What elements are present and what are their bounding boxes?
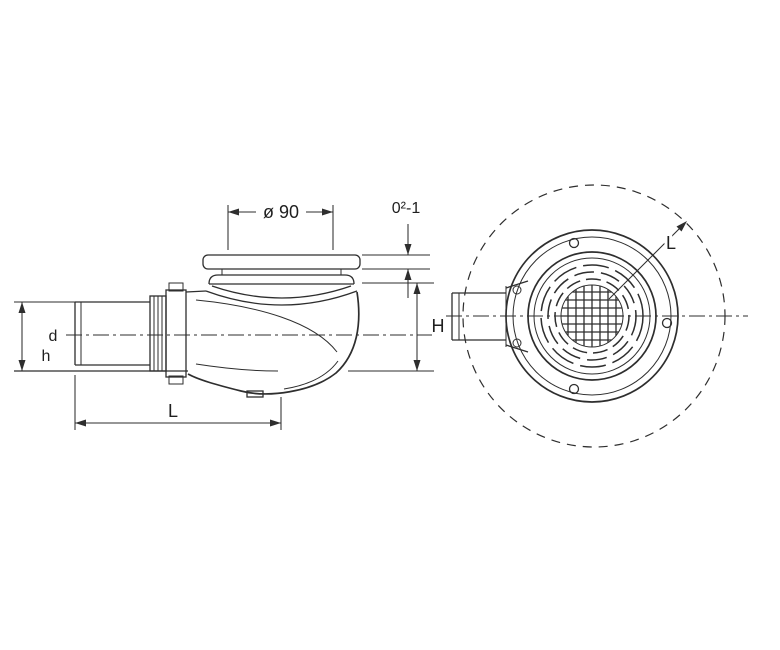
screw-top — [568, 237, 580, 249]
grate-frame — [527, 251, 657, 381]
dimension-tolerance: 0²-1 — [362, 200, 430, 298]
fixing-screws — [568, 237, 673, 395]
screw-right — [661, 317, 673, 329]
foot-nub — [246, 390, 264, 398]
outlet-pipe-top — [451, 280, 529, 353]
side-view: ø 90 0²-1 H — [14, 200, 445, 430]
inner-wall-upper — [195, 299, 338, 353]
trap-body — [187, 291, 360, 398]
clamp-bolt-top — [512, 285, 522, 295]
neck-ring — [208, 274, 355, 285]
label-circle-diameter: L — [666, 233, 676, 253]
clamp-collar — [149, 282, 187, 385]
dimension-length-L: L — [74, 375, 282, 430]
label-tolerance: 0²-1 — [392, 200, 421, 217]
outlet-curve — [283, 360, 339, 390]
clip-tab-bottom — [168, 375, 184, 385]
clip-tab-top — [168, 282, 184, 292]
label-pipe-diameter: d — [49, 328, 58, 345]
top-view: L — [446, 184, 748, 448]
grate-labyrinth-middle — [547, 271, 637, 361]
label-length: L — [168, 401, 178, 421]
dimension-circle-L: L — [608, 221, 687, 300]
dimension-diameter-90: ø 90 — [227, 202, 334, 250]
screw-bottom — [568, 383, 580, 395]
grate-labyrinth-outer — [540, 264, 644, 368]
trap-bell — [185, 285, 358, 306]
inlet-pipe — [74, 301, 150, 366]
label-height: H — [432, 316, 445, 336]
flange-plate — [202, 254, 361, 275]
dimension-pipe-d-h: d h — [14, 301, 75, 371]
grate-labyrinth-inner — [554, 278, 630, 354]
clamp-bolt-bottom — [512, 338, 522, 348]
dimension-height-H: H — [362, 282, 445, 371]
inner-wall-lower — [195, 363, 279, 372]
label-pipe-height: h — [42, 348, 51, 365]
label-diameter: ø 90 — [263, 202, 299, 222]
